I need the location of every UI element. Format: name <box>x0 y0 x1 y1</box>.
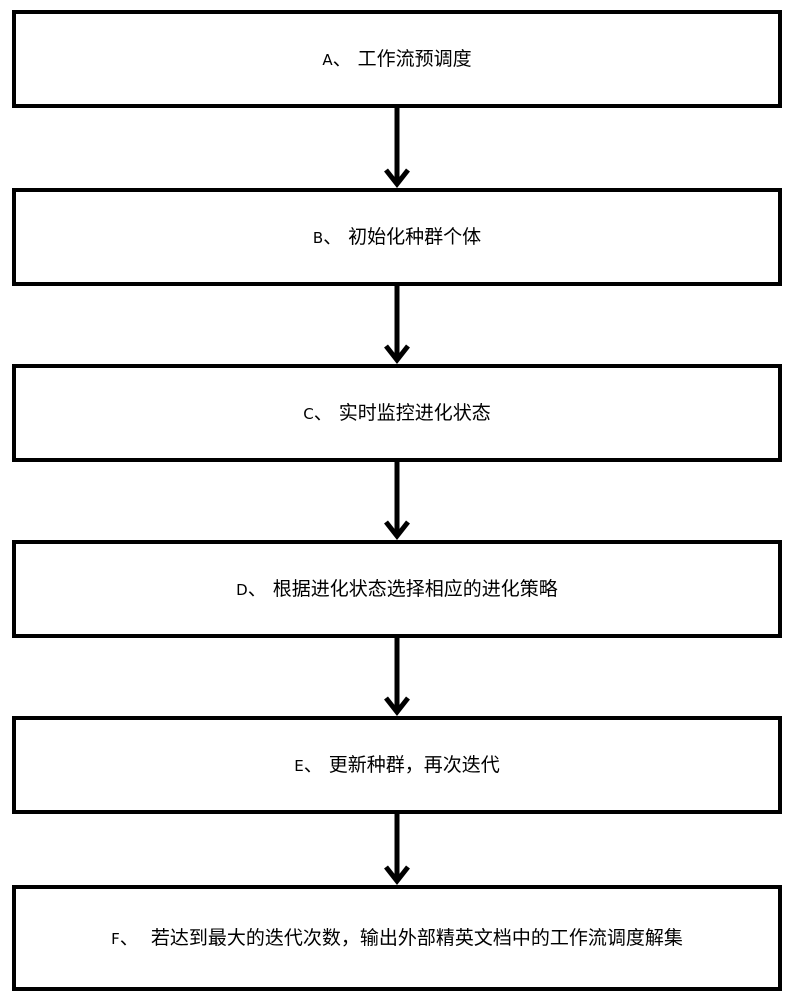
step-a-letter: A <box>322 51 332 69</box>
step-f-letter: F <box>111 930 120 948</box>
step-f-box: F、 若达到最大的迭代次数，输出外部精英文档中的工作流调度解集 <box>12 885 782 991</box>
step-c-separator: 、 <box>314 402 333 424</box>
arrow-e-to-f <box>386 814 408 881</box>
arrow-d-to-e <box>386 638 408 712</box>
step-e-separator: 、 <box>304 754 323 776</box>
arrow-b-to-c <box>386 286 408 360</box>
arrow-a-to-b <box>386 108 408 184</box>
step-b-separator: 、 <box>323 226 342 248</box>
step-a-label: 工作流预调度 <box>358 48 472 70</box>
arrow-c-to-d <box>386 462 408 536</box>
step-f-separator: 、 <box>120 927 139 949</box>
step-e-label: 更新种群，再次迭代 <box>329 754 500 776</box>
step-b-box: B、 初始化种群个体 <box>12 188 782 286</box>
step-c-box: C、 实时监控进化状态 <box>12 364 782 462</box>
step-f-label: 若达到最大的迭代次数，输出外部精英文档中的工作流调度解集 <box>151 927 683 949</box>
step-c-letter: C <box>303 405 313 423</box>
step-d-label: 根据进化状态选择相应的进化策略 <box>273 578 558 600</box>
step-f-text: F、 若达到最大的迭代次数，输出外部精英文档中的工作流调度解集 <box>75 922 719 955</box>
step-a-text: A、 工作流预调度 <box>302 43 491 76</box>
step-c-label: 实时监控进化状态 <box>339 402 491 424</box>
step-d-letter: D <box>236 581 248 599</box>
step-e-text: E、 更新种群，再次迭代 <box>274 749 520 782</box>
step-c-text: C、 实时监控进化状态 <box>283 397 511 430</box>
step-d-text: D、 根据进化状态选择相应的进化策略 <box>216 573 578 606</box>
step-b-label: 初始化种群个体 <box>348 226 481 248</box>
step-d-separator: 、 <box>248 578 267 600</box>
step-a-separator: 、 <box>333 48 352 70</box>
step-b-letter: B <box>313 229 323 247</box>
step-d-box: D、 根据进化状态选择相应的进化策略 <box>12 540 782 638</box>
step-e-box: E、 更新种群，再次迭代 <box>12 716 782 814</box>
step-a-box: A、 工作流预调度 <box>12 10 782 108</box>
step-e-letter: E <box>294 757 303 775</box>
step-b-text: B、 初始化种群个体 <box>293 221 501 254</box>
